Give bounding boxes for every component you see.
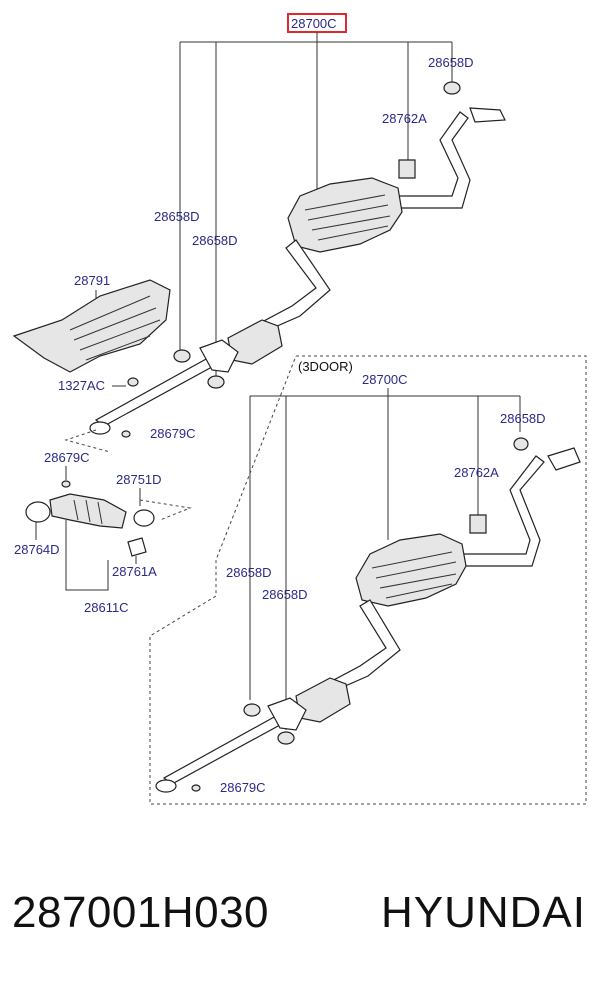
leader-main-bracket (179, 32, 453, 380)
label-hanger-rubber-top[interactable]: 28762A (382, 111, 427, 126)
center-resonator-top (227, 319, 283, 365)
label-hanger-top-right[interactable]: 28658D (428, 55, 474, 70)
variant-hanger-ring-2 (277, 731, 295, 745)
cat-converter-ribs (73, 499, 103, 525)
label-gasket-manifold[interactable]: 28764D (14, 542, 60, 557)
label-nut-front[interactable]: 28679C (150, 426, 196, 441)
hanger-top-right-part (443, 81, 461, 95)
variant-title: (3DOOR) (298, 359, 353, 374)
cat-bracket-part (127, 537, 147, 557)
footer: 287001H030 HYUNDAI (0, 880, 600, 960)
heat-protector-ribs (69, 295, 161, 361)
leader-cat-converter (65, 520, 109, 591)
label-nut-cat[interactable]: 28679C (44, 450, 90, 465)
nut-front-part (121, 430, 131, 438)
variant-label-hanger-left-1[interactable]: 28658D (226, 565, 272, 580)
guide-front-to-cat (64, 429, 192, 521)
label-cat-converter[interactable]: 28611C (84, 600, 129, 615)
variant-pipe-bracket (267, 697, 307, 731)
variant-nut-part (191, 784, 201, 792)
variant-hanger-right-part (513, 437, 529, 451)
label-gasket-cat[interactable]: 28751D (116, 472, 162, 487)
muffler-ribs-top (304, 194, 391, 241)
label-hanger-left-1[interactable]: 28658D (154, 209, 200, 224)
variant-front-flange (155, 779, 177, 793)
part-number-text: 287001H030 (12, 888, 270, 937)
brand-text: HYUNDAI (380, 888, 586, 937)
heat-protector-part (12, 279, 171, 373)
label-bolt[interactable]: 1327AC (58, 378, 105, 393)
variant-label-nut[interactable]: 28679C (220, 780, 266, 795)
rubber-hanger-top-part (398, 159, 416, 179)
variant-muffler-ribs (371, 551, 457, 599)
label-cat-bracket[interactable]: 28761A (112, 564, 157, 579)
variant-muffler (355, 533, 467, 607)
main-part-label[interactable]: 28700C (291, 16, 337, 31)
variant-label-hanger-right[interactable]: 28658D (500, 411, 546, 426)
variant-label-rubber[interactable]: 28762A (454, 465, 499, 480)
hanger-ring-left-1 (173, 349, 191, 363)
variant-center-pipe (329, 599, 401, 691)
gasket-manifold-part (25, 501, 51, 523)
gasket-cat-part (133, 509, 155, 527)
hanger-ring-left-2 (207, 375, 225, 389)
variant-hanger-ring-1 (243, 703, 261, 717)
exhaust-parts-diagram: 28700C 28658D 28762A 28658D 28658D 28791… (12, 13, 587, 805)
variant-leader-bracket (249, 388, 521, 730)
variant-resonator (295, 677, 351, 723)
label-heat-protector[interactable]: 28791 (74, 273, 110, 288)
bolt-part (127, 377, 139, 387)
label-hanger-left-2[interactable]: 28658D (192, 233, 238, 248)
main-muffler-top (287, 177, 403, 253)
nut-cat-part (61, 480, 71, 488)
front-flange-top (89, 421, 111, 435)
pipe-bracket-top (199, 339, 239, 373)
variant-label-hanger-left-2[interactable]: 28658D (262, 587, 308, 602)
center-pipe-top (261, 239, 331, 331)
variant-label-muffler[interactable]: 28700C (362, 372, 408, 387)
variant-rubber-part (469, 514, 487, 534)
